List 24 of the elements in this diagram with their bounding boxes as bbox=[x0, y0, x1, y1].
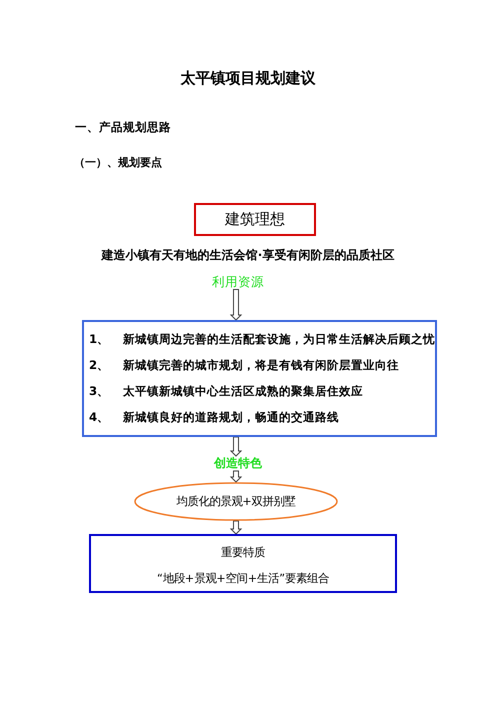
subsection-heading: （一）、规划要点 bbox=[74, 156, 162, 170]
list-number: 4、 bbox=[89, 410, 110, 425]
arrow bbox=[230, 470, 242, 483]
heading-box: 建筑理想 bbox=[194, 203, 316, 236]
list-item: 新城镇完善的城市规划，将是有钱有闲阶层置业向往 bbox=[123, 358, 399, 373]
section-heading: 一、产品规划思路 bbox=[75, 120, 171, 134]
list-number: 3、 bbox=[89, 384, 110, 399]
arrow bbox=[230, 289, 242, 321]
list-item: 新城镇周边完善的生活配套设施，为日常生活解决后顾之忧 bbox=[123, 332, 435, 347]
list-number: 2、 bbox=[89, 358, 110, 373]
flow-label: 利用资源 bbox=[212, 274, 264, 290]
box-heading: 重要特质 bbox=[221, 546, 265, 560]
arrow bbox=[230, 436, 242, 457]
page-title: 太平镇项目规划建议 bbox=[180, 69, 316, 87]
list-number: 1、 bbox=[89, 332, 110, 347]
flow-label: 创造特色 bbox=[214, 456, 262, 471]
feature-box bbox=[89, 534, 397, 593]
oval-shape: 均质化的景观+双拼别墅 bbox=[134, 482, 338, 521]
list-item: 太平镇新城镇中心生活区成熟的聚集居住效应 bbox=[123, 384, 363, 399]
slogan-text: 建造小镇有天有地的生活会馆·享受有闲阶层的品质社区 bbox=[102, 248, 394, 263]
list-box bbox=[82, 320, 437, 437]
list-item: 新城镇良好的道路规划，畅通的交通路线 bbox=[123, 410, 339, 425]
box-text: “地段+景观+空间+生活”要素组合 bbox=[156, 572, 330, 586]
arrow bbox=[230, 520, 242, 535]
